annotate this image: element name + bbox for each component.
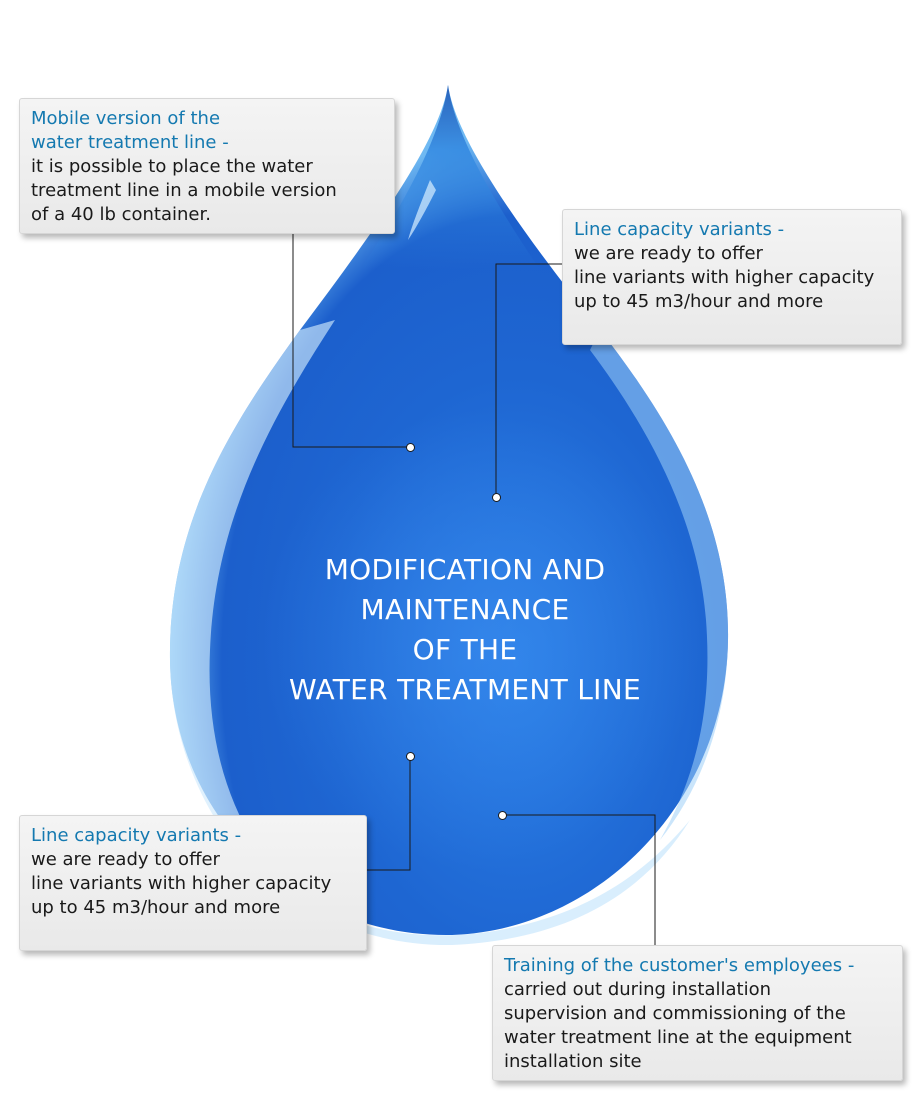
connector-lines xyxy=(292,234,656,945)
connector-dot-capacity-bottom xyxy=(406,752,415,761)
callout-mobile-version: Mobile version of the water treatment li… xyxy=(19,98,395,234)
connector-dot-capacity-top xyxy=(492,493,501,502)
center-title-line: OF THE xyxy=(412,633,518,666)
callout-body: carried out during installation supervis… xyxy=(504,979,852,1072)
callout-body: it is possible to place the water treatm… xyxy=(31,156,337,225)
callout-line-capacity-top: Line capacity variants - we are ready to… xyxy=(562,209,902,345)
drop-highlight-right xyxy=(590,330,729,840)
callout-body: we are ready to offer line variants with… xyxy=(31,849,332,918)
callout-heading: Line capacity variants - xyxy=(574,219,785,240)
callout-line-capacity-bottom: Line capacity variants - we are ready to… xyxy=(19,815,367,951)
connector-training xyxy=(502,814,656,945)
drop-inner-glow xyxy=(260,410,700,870)
connector-dot-training xyxy=(498,811,507,820)
connector-capacity-bottom xyxy=(367,756,411,871)
drop-tip xyxy=(360,85,540,270)
center-title-line: WATER TREATMENT LINE xyxy=(289,673,641,706)
callout-heading: Mobile version of the water treatment li… xyxy=(31,108,229,153)
drop-highlight-left xyxy=(169,320,335,920)
drop-specular xyxy=(408,180,436,240)
callout-training: Training of the customer's employees - c… xyxy=(492,945,903,1081)
connector-mobile xyxy=(292,234,410,448)
callout-heading: Training of the customer's employees - xyxy=(504,955,855,976)
drop-highlight-bottom xyxy=(250,820,690,946)
center-title: MODIFICATION AND MAINTENANCE OF THE WATE… xyxy=(240,550,690,710)
center-title-line: MODIFICATION AND xyxy=(324,553,606,586)
connector-dot-mobile xyxy=(406,443,415,452)
callout-body: we are ready to offer line variants with… xyxy=(574,243,875,312)
callout-heading: Line capacity variants - xyxy=(31,825,242,846)
center-title-line: MAINTENANCE xyxy=(360,593,570,626)
connector-capacity-top xyxy=(495,263,562,497)
